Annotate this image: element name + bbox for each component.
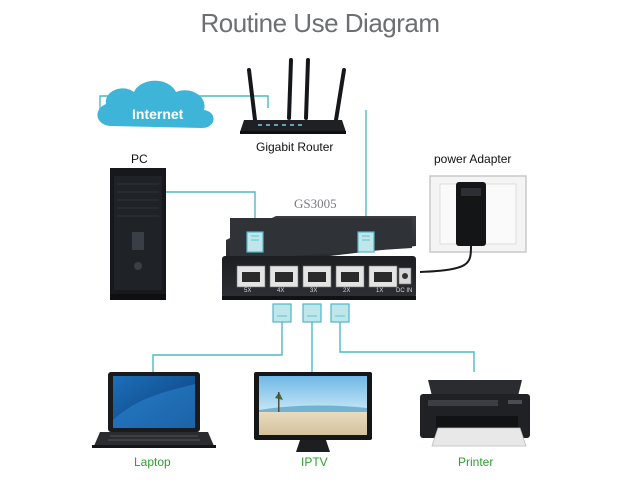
port-label-2x: 2X	[343, 288, 351, 294]
plug-pc	[246, 231, 264, 253]
internet-label: Internet	[132, 106, 184, 122]
plug-iptv	[302, 303, 322, 323]
pc-tower-icon	[110, 168, 166, 300]
iptv-label: IPTV	[301, 455, 328, 469]
power-adapter-label: power Adapter	[434, 152, 512, 166]
port-label-3x: 3X	[310, 288, 318, 294]
router-icon	[240, 58, 346, 134]
pc-label: PC	[131, 152, 148, 166]
cable-switch-printer	[339, 322, 475, 372]
port-label-5x: 5X	[244, 288, 252, 294]
tv-icon	[254, 372, 372, 452]
plug-printer	[330, 303, 350, 323]
dc-in-label: DC IN	[396, 288, 413, 294]
port-label-4x: 4X	[277, 288, 285, 294]
switch-model-label: GS3005	[294, 196, 337, 211]
diagram-title: Routine Use Diagram	[200, 8, 440, 38]
router-label: Gigabit Router	[256, 140, 334, 154]
printer-icon	[420, 380, 530, 447]
plug-laptop	[272, 303, 292, 323]
cables	[99, 95, 475, 372]
cable-switch-laptop	[152, 322, 283, 372]
cloud-icon	[97, 80, 214, 128]
cable-plugs	[246, 231, 375, 323]
port-label-1x: 1X	[376, 288, 384, 294]
plug-router	[357, 231, 375, 253]
laptop-label: Laptop	[134, 455, 171, 469]
power-adapter-icon	[419, 175, 527, 273]
printer-label: Printer	[458, 455, 494, 469]
laptop-icon	[92, 372, 216, 448]
